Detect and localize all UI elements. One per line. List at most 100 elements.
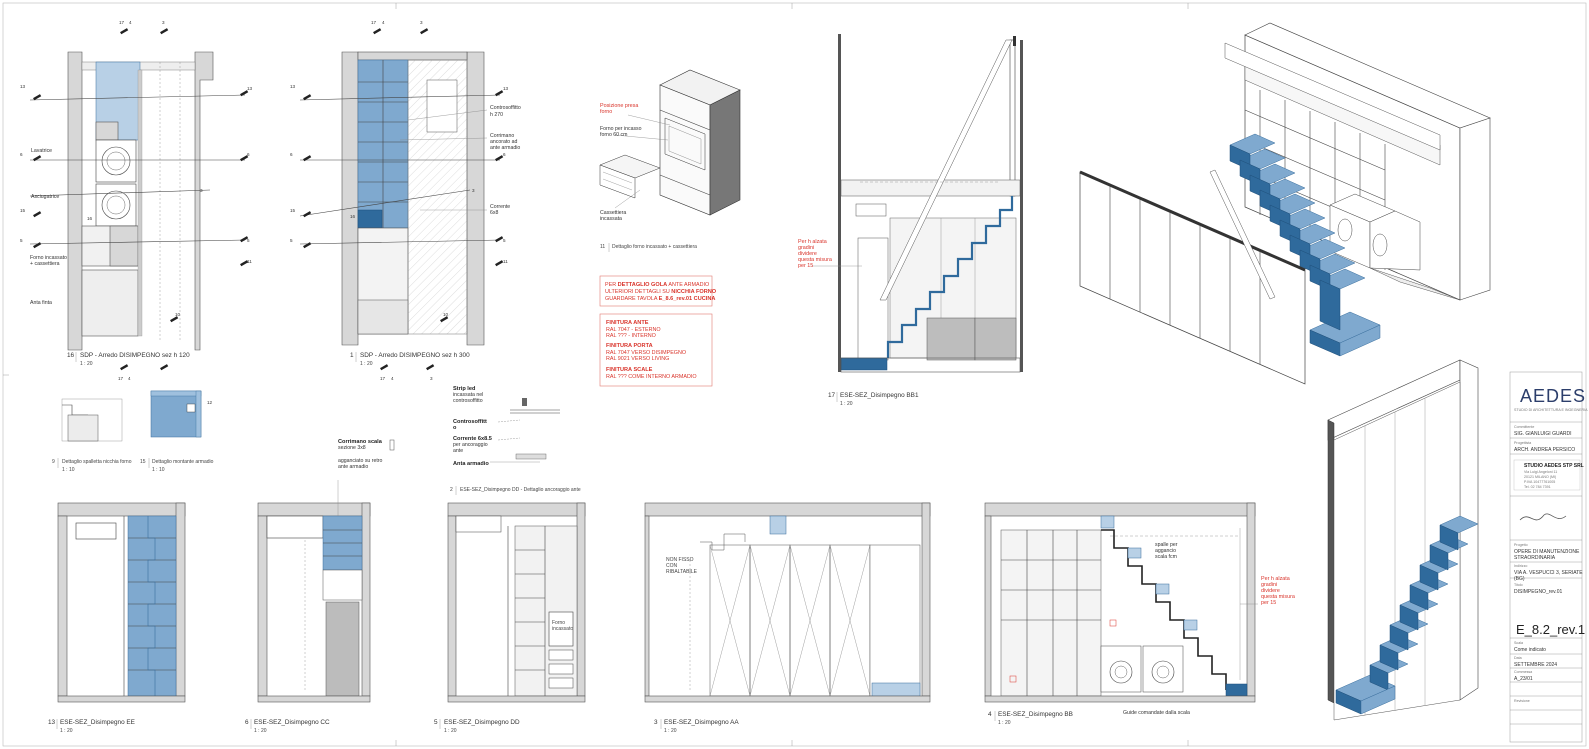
svg-text:ante armadio: ante armadio — [338, 464, 368, 470]
caption-6: 6 ESE-SEZ_Disimpegno CC 1 : 20 — [245, 719, 330, 734]
note-controsoffitto: Controsoffitto — [490, 105, 521, 111]
svg-text:4: 4 — [128, 376, 131, 381]
note-presa-forno: Posizione presa — [600, 103, 638, 109]
svg-text:incassata: incassata — [600, 216, 622, 222]
progetto: OPERE DI MANUTENZIONE — [1514, 549, 1580, 555]
svg-text:RAL ??? COME INTERNO ARMADIO: RAL ??? COME INTERNO ARMADIO — [606, 374, 697, 380]
svg-text:17: 17 — [828, 392, 836, 399]
logo: AEDES — [1520, 386, 1586, 406]
svg-text:ante armadio: ante armadio — [490, 145, 520, 151]
svg-text:17: 17 — [380, 376, 386, 381]
caption-13: 13 ESE-SEZ_Disimpegno EE 1 : 20 — [48, 719, 135, 734]
svg-text:6x8: 6x8 — [490, 210, 498, 216]
svg-text:SDP - Arredo DISIMPEGNO sez h: SDP - Arredo DISIMPEGNO sez h 300 — [360, 352, 470, 359]
svg-text:9: 9 — [52, 459, 55, 465]
svg-text:4: 4 — [382, 20, 385, 25]
note-corrimano: Corrimano — [490, 133, 514, 139]
committente: SIG. GIANLUIGI GUARDI — [1514, 431, 1572, 437]
section-cc-6 — [257, 439, 395, 703]
svg-text:Data: Data — [1514, 656, 1522, 660]
svg-text:10: 10 — [443, 312, 449, 317]
svg-text:questa misura: questa misura — [798, 257, 832, 263]
svg-text:5: 5 — [503, 238, 506, 243]
svg-text:5: 5 — [434, 719, 438, 726]
svg-text:13: 13 — [247, 86, 253, 91]
svg-text:16: 16 — [87, 216, 93, 221]
svg-text:Titolo: Titolo — [1514, 583, 1523, 587]
svg-text:RAL 9021 VERSO LIVING: RAL 9021 VERSO LIVING — [606, 356, 669, 362]
svg-text:Dettaglio spalletta nicchia fo: Dettaglio spalletta nicchia forno — [62, 459, 132, 465]
detail-9 — [61, 398, 123, 442]
svg-text:3: 3 — [162, 20, 165, 25]
studio-name: STUDIO AEDES STP SRL — [1524, 463, 1584, 469]
signature-mark — [1519, 513, 1567, 521]
svg-text:3: 3 — [472, 188, 475, 193]
svg-text:incassata nel: incassata nel — [453, 392, 483, 398]
svg-text:3: 3 — [430, 376, 433, 381]
svg-text:PER DETTAGLIO GOLA ANTE ARMADI: PER DETTAGLIO GOLA ANTE ARMADIO — [605, 282, 709, 288]
svg-text:6: 6 — [245, 719, 249, 726]
logo-sub: STUDIO DI ARCHITETTURA E INGEGNERIA — [1514, 408, 1588, 412]
svg-text:6: 6 — [290, 152, 293, 157]
svg-text:11: 11 — [503, 259, 508, 264]
svg-text:1 : 20: 1 : 20 — [60, 728, 73, 734]
note-cassettiera: + cassettiera — [30, 261, 60, 267]
svg-text:4: 4 — [129, 20, 132, 25]
svg-text:5: 5 — [290, 238, 293, 243]
caption-2: 2 ESE-SEZ_Disimpegno DD - Dettaglio anco… — [450, 486, 581, 495]
svg-text:ULTERIORI DETTAGLI SU NICCHIA: ULTERIORI DETTAGLI SU NICCHIA FORNO — [605, 289, 717, 295]
svg-text:12: 12 — [207, 400, 213, 405]
svg-text:gradini: gradini — [1261, 582, 1277, 588]
svg-text:Scala: Scala — [1514, 641, 1523, 645]
data: SETTEMBRE 2024 — [1514, 662, 1557, 668]
svg-text:ante: ante — [453, 448, 463, 454]
note-guide: Guide comandate dalla scala — [1123, 710, 1190, 716]
caption-11: 11 Dettaglio forno incassato + cassettie… — [600, 243, 697, 252]
svg-text:GUARDARE TAVOLA E_8.6_rev.01 C: GUARDARE TAVOLA E_8.6_rev.01 CUCINA — [605, 296, 715, 302]
svg-text:Progetto: Progetto — [1514, 543, 1528, 547]
note-corrimano-scala: Corrimano scala — [338, 439, 383, 445]
svg-text:Via Luigi Angeloni 11: Via Luigi Angeloni 11 — [1524, 470, 1557, 474]
caption-15: 15 Dettaglio montante armadio 1 : 10 — [140, 458, 214, 473]
svg-text:ESE-SEZ_Disimpegno DD: ESE-SEZ_Disimpegno DD — [444, 719, 520, 726]
svg-text:SDP - Arredo DISIMPEGNO sez h: SDP - Arredo DISIMPEGNO sez h 120 — [80, 352, 190, 359]
svg-text:15: 15 — [20, 208, 26, 213]
svg-text:RAL 7047 VERSO DISIMPEGNO: RAL 7047 VERSO DISIMPEGNO — [606, 350, 686, 356]
axonometric-view-bottom — [1327, 359, 1479, 721]
svg-text:CON: CON — [666, 563, 678, 569]
svg-text:10: 10 — [175, 312, 181, 317]
section-bb1-17 — [812, 34, 1023, 373]
caption-1: 1 SDP - Arredo DISIMPEGNO sez h 300 1 : … — [350, 352, 470, 367]
svg-text:1 : 20: 1 : 20 — [664, 728, 677, 734]
svg-text:2: 2 — [450, 487, 453, 493]
progettista: ARCH. ANDREA PERSICO — [1514, 447, 1575, 453]
svg-text:dividere: dividere — [1261, 588, 1280, 594]
svg-text:1 : 20: 1 : 20 — [360, 361, 373, 367]
caption-3: 3 ESE-SEZ_Disimpegno AA 1 : 20 — [654, 719, 739, 734]
note-forno: Forno incassato — [30, 255, 67, 261]
svg-text:Dettaglio forno incassato + ca: Dettaglio forno incassato + cassettiera — [612, 244, 697, 250]
svg-text:questa misura: questa misura — [1261, 594, 1295, 600]
svg-text:16: 16 — [67, 352, 75, 359]
svg-text:forno: forno — [600, 109, 612, 115]
svg-text:o: o — [453, 425, 457, 431]
red-note-box-2: FINITURA ANTE RAL 7047 - ESTERNO RAL ???… — [599, 313, 713, 387]
svg-text:incassato: incassato — [552, 626, 573, 632]
svg-text:20121 MILANO (MI): 20121 MILANO (MI) — [1524, 475, 1556, 479]
section-bb-4 — [984, 502, 1258, 703]
svg-text:sezione 3x8: sezione 3x8 — [338, 445, 366, 451]
note-non-fisso: NON FISSO — [666, 557, 694, 563]
svg-text:aggancio: aggancio — [1155, 548, 1176, 554]
svg-text:Commessa: Commessa — [1514, 670, 1532, 674]
note-anta-armadio: Anta armadio — [453, 461, 489, 467]
note-forno-incasso: Forno per incasso — [600, 126, 642, 132]
note-corrente-ancoraggio: Corrente 6x8.5 — [453, 436, 492, 442]
svg-text:13: 13 — [20, 84, 26, 89]
svg-text:6: 6 — [503, 152, 506, 157]
section-dd-5 — [447, 502, 586, 703]
svg-text:Revisione: Revisione — [1514, 699, 1530, 703]
svg-text:1 : 20: 1 : 20 — [254, 728, 267, 734]
note-alzata-bb: Per h alzata — [1261, 576, 1290, 582]
sheet-ticks — [3, 3, 1189, 746]
